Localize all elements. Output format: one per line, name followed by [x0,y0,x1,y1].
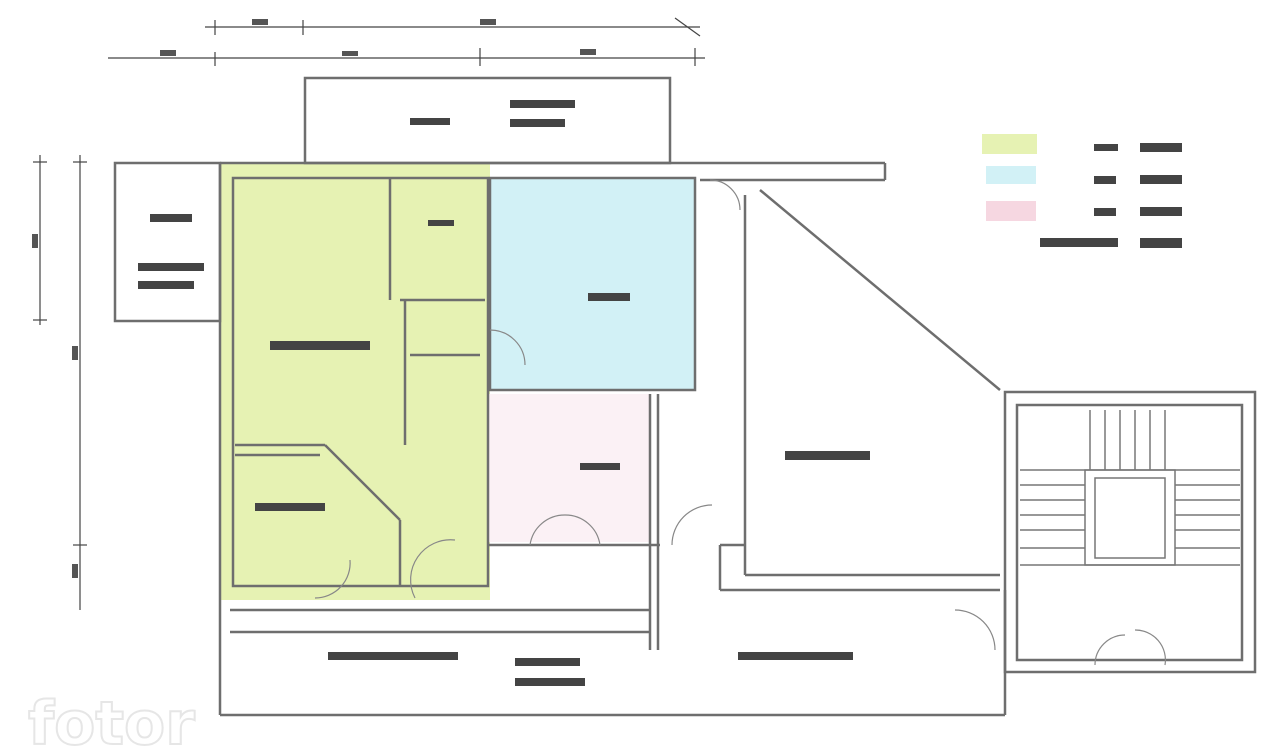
zone-green [220,163,490,600]
walls [113,76,1257,717]
zone-blue [490,178,695,390]
room-labels [138,100,870,686]
stairs [1020,410,1240,566]
watermark-logo: fotor [28,689,195,748]
top-dimension-lines [108,17,705,66]
legend-swatch-green [982,134,1037,154]
doors [314,179,1167,666]
legend [982,134,1182,248]
top-dimension-marks [160,19,596,56]
zone-pink [488,394,650,542]
legend-swatch-pink [986,201,1036,221]
left-dimension-lines [33,155,87,610]
legend-swatch-blue [986,166,1036,184]
left-dimension-marks [32,234,78,578]
